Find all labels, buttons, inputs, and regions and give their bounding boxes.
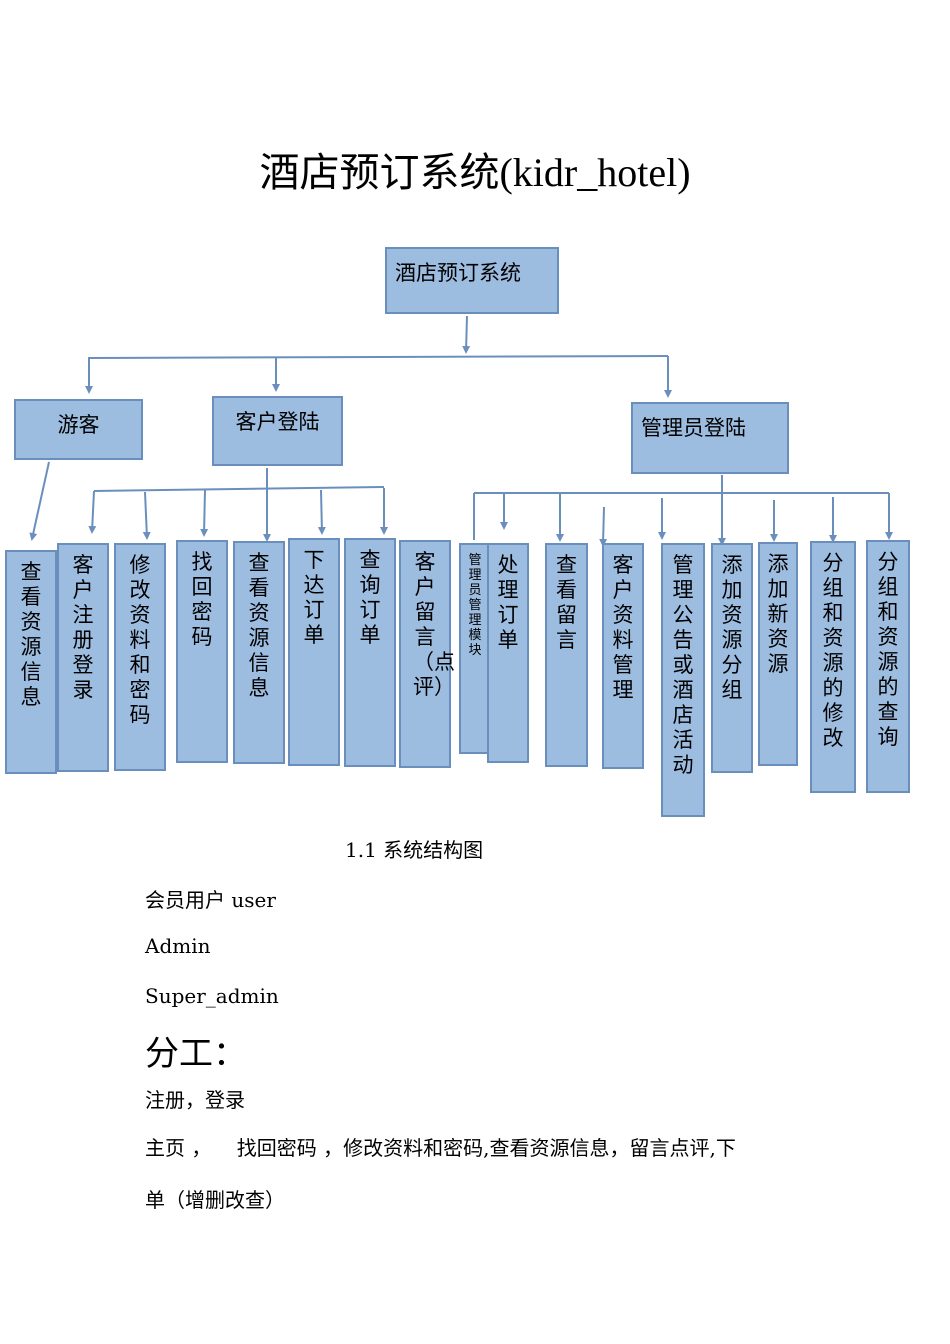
task-line-2: 主页 ， 找回密码 ，修改资料和密码,查看资源信息，留言点评,下 <box>145 1136 736 1160</box>
leaf-query-order: 查询订单 <box>344 538 396 767</box>
root-node: 酒店预订系统 <box>385 247 559 314</box>
role-super-admin: Super_admin <box>145 984 279 1008</box>
leaf-label: 管理公告或酒店活动 <box>672 553 694 777</box>
leaf-label: 修改资料和密码 <box>129 553 151 727</box>
leaf-add-new-resource: 添加新资源 <box>758 542 798 766</box>
role-user: 会员用户 user <box>145 888 276 912</box>
leaf-query-groups-resources: 分组和资源的查询 <box>866 540 910 793</box>
leaf-edit-profile-password: 修改资料和密码 <box>114 543 166 771</box>
leaf-label: 客户留言（点评） <box>413 550 455 699</box>
leaf-edit-groups-resources: 分组和资源的修改 <box>810 541 856 793</box>
task-line-3: 单（增删改查） <box>145 1188 285 1212</box>
page-title: 酒店预订系统(kidr_hotel) <box>259 150 691 195</box>
leaf-add-resource-group: 添加资源分组 <box>711 543 753 773</box>
leaf-recover-password: 找回密码 <box>176 540 228 763</box>
leaf-customer-data-management: 客户资料管理 <box>602 543 644 769</box>
leaf-manage-announcements: 管理公告或酒店活动 <box>661 543 705 817</box>
leaf-label: 查看资源信息 <box>20 560 42 709</box>
leaf-label: 客户注册登录 <box>72 553 94 702</box>
leaf-place-order: 下达订单 <box>288 538 340 766</box>
role-admin: Admin <box>145 934 211 958</box>
node-customer-login: 客户登陆 <box>212 396 343 466</box>
leaf-customer-comment: 客户留言（点评） <box>399 540 455 768</box>
leaf-process-order: 处理订单 <box>487 543 529 763</box>
leaf-label: 客户资料管理 <box>612 553 634 702</box>
leaf-customer-register: 客户注册登录 <box>57 543 109 772</box>
task-line-1: 注册，登录 <box>145 1088 245 1112</box>
leaf-label: 添加资源分组 <box>721 553 743 702</box>
leaf-label: 查看资源信息 <box>248 551 270 700</box>
node-visitor: 游客 <box>14 399 143 460</box>
leaf-label: 找回密码 <box>191 550 213 649</box>
leaf-view-resource-info: 查看资源信息 <box>5 550 57 774</box>
leaf-label: 下达订单 <box>303 548 325 647</box>
leaf-label: 管理员管理模块 <box>468 553 482 658</box>
node-admin-login: 管理员登陆 <box>631 402 789 474</box>
section-heading: 分工： <box>145 1034 247 1074</box>
leaf-label: 查询订单 <box>359 548 381 647</box>
leaf-label: 添加新资源 <box>767 552 789 676</box>
leaf-label: 处理订单 <box>497 553 519 652</box>
leaf-label: 分组和资源的查询 <box>877 550 899 749</box>
leaf-label: 分组和资源的修改 <box>822 551 844 750</box>
figure-caption: 1.1 系统结构图 <box>345 838 484 862</box>
leaf-view-messages: 查看留言 <box>545 543 588 767</box>
leaf-label: 查看留言 <box>556 553 577 652</box>
leaf-view-resource-info-2: 查看资源信息 <box>233 541 285 764</box>
